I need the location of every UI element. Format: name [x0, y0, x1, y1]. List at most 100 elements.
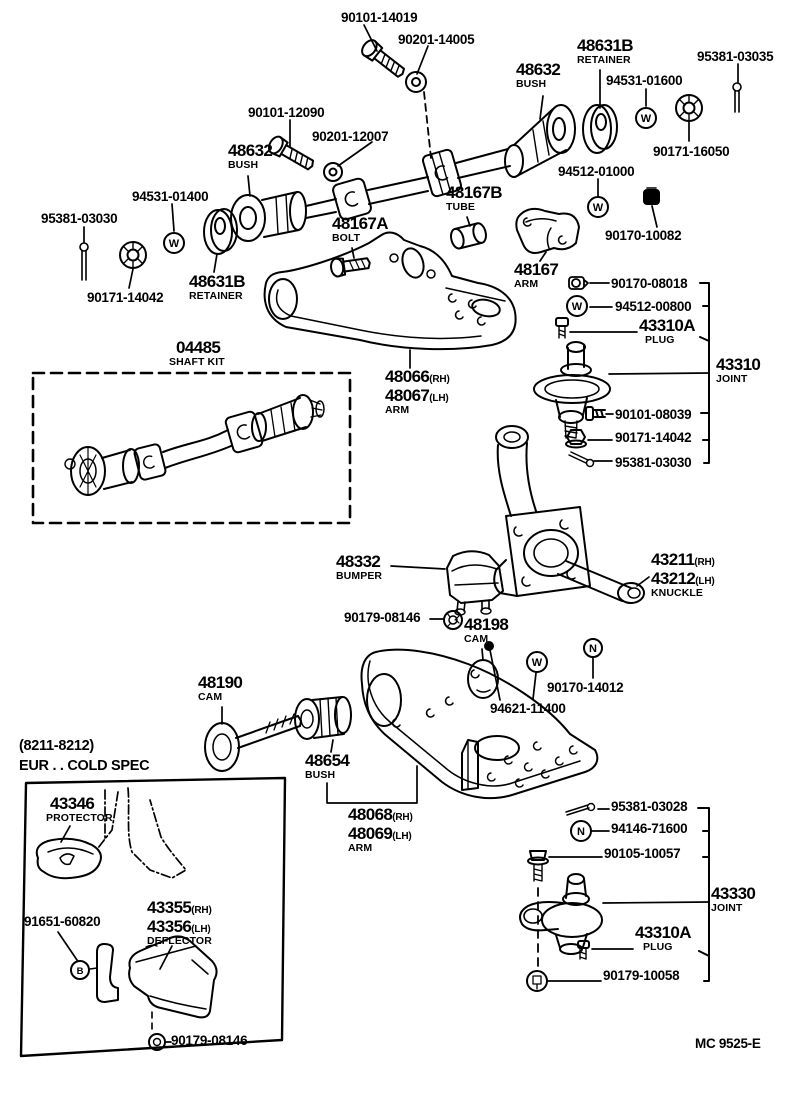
label-48167: 48167 ARM	[514, 260, 559, 290]
label-arm-upper: 48066(RH) 48067(LH) ARM	[385, 367, 450, 417]
label-43346: 43346 PROTECTOR	[46, 794, 113, 824]
label-43310: 43310 JOINT	[716, 355, 761, 385]
label-95381-03030-left: 95381-03030	[41, 211, 118, 226]
svg-text:N: N	[589, 643, 597, 655]
pin-03030-left-drawing	[80, 243, 88, 280]
label-90170-08018: 90170-08018	[611, 276, 688, 291]
svg-text:B: B	[77, 966, 84, 977]
bolt-60820-symbol: B	[71, 961, 97, 979]
label-48332: 48332 BUMPER	[336, 552, 383, 582]
shaft-washer-drawing	[324, 163, 342, 181]
label-90101-12090: 90101-12090	[248, 105, 325, 120]
bolt-08146-bot-drawing	[149, 1012, 165, 1050]
nut-14012-symbol: N	[584, 639, 602, 657]
retainer-rear-drawing	[204, 209, 237, 254]
label-90170-14012: 90170-14012	[547, 680, 624, 695]
locknut-14042-left-drawing	[120, 242, 146, 268]
label-48631b-front: 48631B RETAINER	[577, 36, 634, 66]
doc-code: MC 9525-E	[695, 1036, 761, 1051]
upper-cam-bolt-drawing	[359, 37, 408, 81]
cam-bolt-48190-drawing	[205, 714, 301, 771]
svg-text:W: W	[532, 657, 543, 669]
label-94512-00800: 94512-00800	[615, 299, 692, 314]
washer-01000-symbol: W	[588, 197, 608, 217]
svg-text:W: W	[572, 301, 583, 313]
label-knuckle: 43211(RH) 43212(LH) KNUCKLE	[651, 550, 715, 600]
washer-01600-symbol: W	[636, 108, 656, 128]
label-95381-03030-right: 95381-03030	[615, 455, 692, 470]
label-90105-10057: 90105-10057	[604, 846, 681, 861]
cold-spec-box: B	[21, 778, 285, 1056]
pin-03035-drawing	[733, 83, 741, 112]
label-43330: 43330 JOINT	[711, 884, 756, 914]
svg-text:W: W	[593, 202, 604, 214]
upper-control-arm-drawing	[265, 233, 516, 350]
label-90171-14042-right: 90171-14042	[615, 430, 692, 445]
pin-03030-right-drawing	[569, 452, 594, 467]
locknut-16050-drawing	[676, 95, 702, 121]
bolt-10058-drawing	[527, 971, 547, 991]
washer-11400-symbol: W	[527, 652, 547, 672]
label-spec-region: EUR . . COLD SPEC	[19, 758, 150, 774]
upper-shaft-drawing	[231, 105, 617, 241]
svg-text:W: W	[641, 113, 652, 125]
label-90179-08146-mid: 90179-08146	[344, 610, 421, 625]
label-95381-03028: 95381-03028	[611, 799, 688, 814]
leader-lines: W	[58, 25, 738, 1042]
label-94512-01000: 94512-01000	[558, 164, 635, 179]
label-94146-71600: 94146-71600	[611, 821, 688, 836]
label-90201-12007: 90201-12007	[312, 129, 389, 144]
svg-text:N: N	[577, 826, 585, 838]
label-48654: 48654 BUSH	[305, 751, 350, 781]
upper-ball-joint-drawing	[534, 318, 610, 438]
label-43310a-upper: 43310A PLUG	[639, 316, 696, 346]
label-94531-01600: 94531-01600	[606, 73, 683, 88]
label-90201-14005: 90201-14005	[398, 32, 475, 47]
nut-10082-drawing	[644, 188, 659, 204]
bolt-48167a-drawing	[330, 254, 371, 277]
svg-text:W: W	[169, 238, 180, 250]
label-90101-14019: 90101-14019	[341, 10, 418, 25]
bush-48654-drawing	[295, 697, 351, 739]
bracket-ghost-drawing	[98, 788, 186, 878]
deflector-drawing	[97, 936, 217, 1017]
label-spec-period: (8211-8212)	[19, 738, 94, 754]
label-90179-08146-bottom: 90179-08146	[171, 1033, 248, 1048]
upper-cam-washer-drawing	[406, 72, 431, 158]
arm-48167-drawing	[516, 209, 579, 253]
label-arm-lower: 48068(RH) 48069(LH) ARM	[348, 805, 413, 855]
label-90171-16050: 90171-16050	[653, 144, 730, 159]
label-90170-10082: 90170-10082	[605, 228, 682, 243]
label-90179-10058: 90179-10058	[603, 968, 680, 983]
label-91651-60820: 91651-60820	[24, 914, 101, 929]
label-deflector: 43355(RH) 43356(LH) DEFLECTOR	[147, 898, 212, 948]
label-95381-03035: 95381-03035	[697, 49, 774, 64]
label-48632-rear: 48632 BUSH	[228, 141, 273, 171]
shaft-kit-box	[33, 373, 350, 523]
nut-08018-drawing	[569, 277, 588, 289]
label-48167a: 48167A BOLT	[332, 214, 389, 244]
label-48631b-rear: 48631B RETAINER	[189, 272, 246, 302]
label-48632-front: 48632 BUSH	[516, 60, 561, 90]
washer-01400-symbol: W	[164, 233, 184, 253]
bolt-08146-mid-drawing	[444, 611, 462, 629]
bolt-08039-drawing	[586, 407, 605, 420]
label-43310a-lower: 43310A PLUG	[635, 923, 692, 953]
label-94531-01400: 94531-01400	[132, 189, 209, 204]
bolt-10057-drawing	[528, 851, 548, 881]
lower-control-arm-drawing	[362, 642, 598, 798]
nut-71600-symbol: N	[571, 821, 591, 841]
knuckle-drawing	[494, 426, 644, 603]
bumper-drawing	[447, 551, 503, 615]
label-48198: 48198 CAM	[464, 615, 509, 645]
shaft-bolt-drawing	[266, 134, 317, 174]
label-90171-14042-left: 90171-14042	[87, 290, 164, 305]
label-48190: 48190 CAM	[198, 673, 243, 703]
washer-00800-symbol: W	[567, 296, 587, 316]
lower-ball-joint-drawing	[520, 874, 602, 968]
label-04485: 04485 SHAFT KIT	[169, 338, 225, 368]
label-48167b: 48167B TUBE	[446, 183, 503, 213]
pin-03028-drawing	[566, 804, 595, 816]
